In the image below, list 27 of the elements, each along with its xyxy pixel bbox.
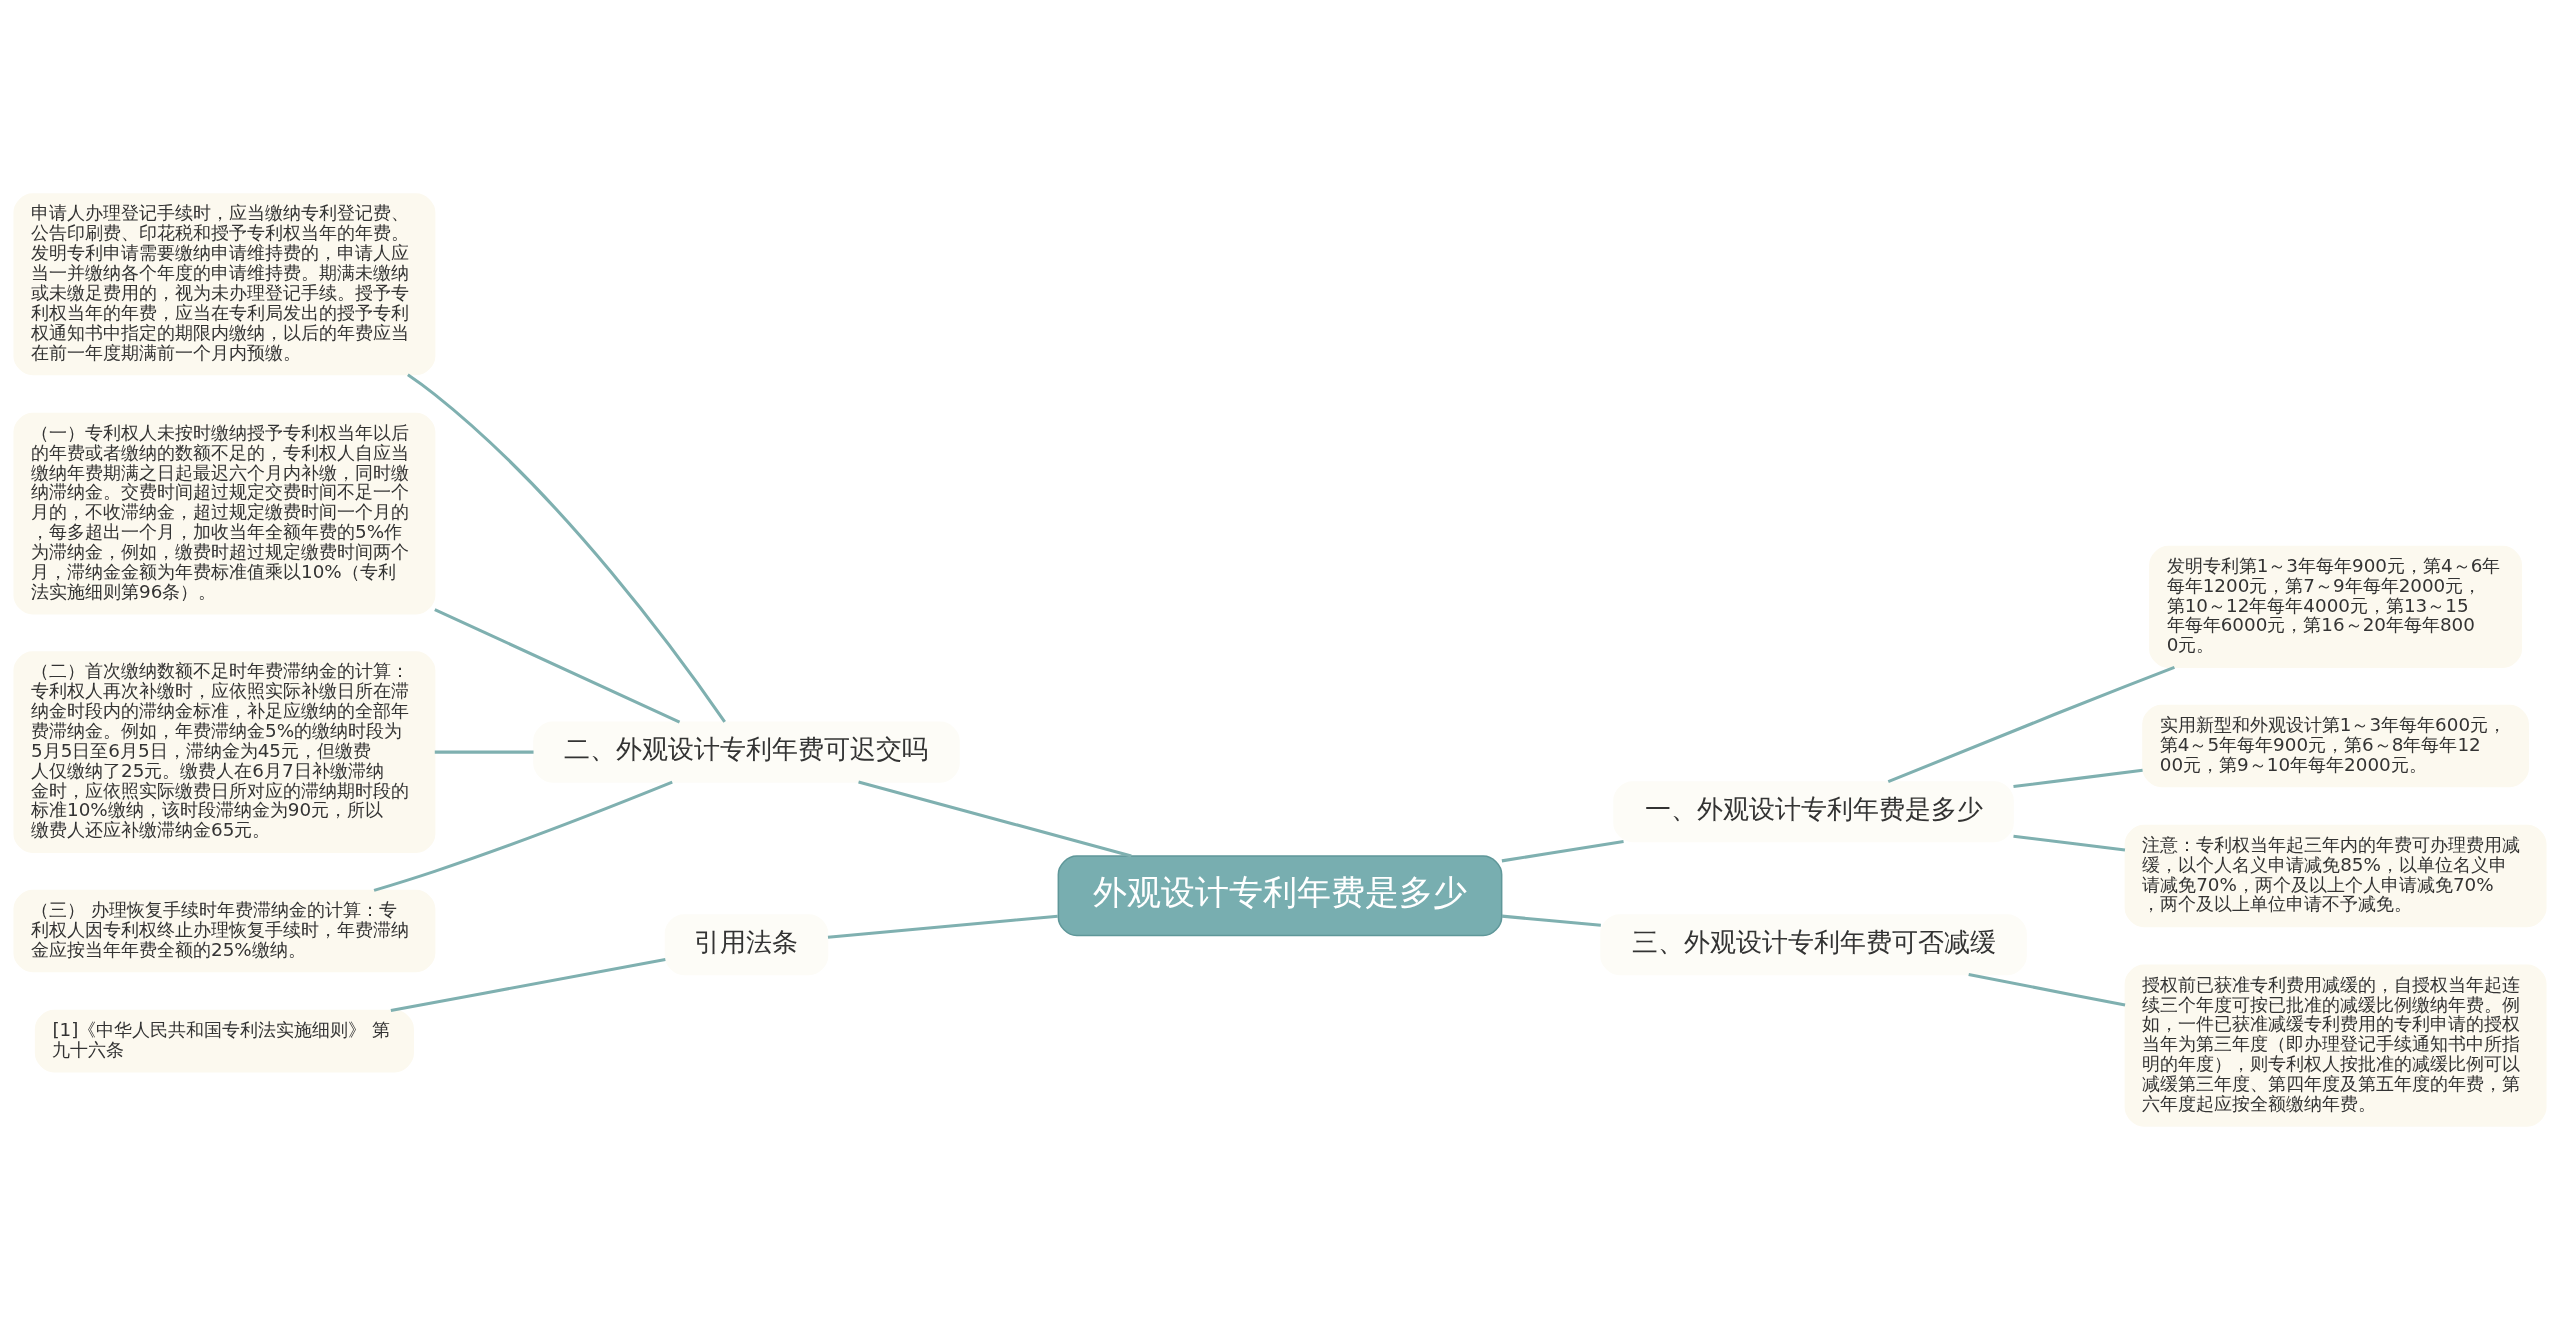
- node-box: [1]《中华人民共和国专利法实施细则》 第九十六条: [34, 1009, 414, 1072]
- node-box: （二）首次缴纳数额不足时年费滞纳金的计算：专利权人再次补缴时，应依照实际补缴日所在滞纳金时段内的滞纳金标准，补足应缴纳的全部年费滞纳金。例如，年费滞纳金5%的缴纳时段为5月5日至6月5日，滞纳金为45元，但缴费人仅缴纳了25元。缴费人在6月7日补缴滞纳金时，应依照实际缴费日所对应的滞纳期时段的标准10%缴纳，该时段滞纳金为90元，所以缴费人还应补缴滞纳金65元。: [13, 650, 436, 853]
- connector: [434, 750, 534, 754]
- connector: [1887, 665, 2175, 783]
- connector: [1501, 839, 1624, 862]
- node-box: 发明专利第1～3年每年900元，第4～6年每年1200元，第7～9年每年2000元，第10～12年每年4000元，第13～15年每年6000元，第16～20年每年8000元。: [2149, 545, 2523, 668]
- node-box: 注意：专利权当年起三年内的年费可办理费用减缓，以个人名义申请减免85%，以单位名义申请减免70%，两个及以上个人申请减免70%，两个及以上单位申请不予减免。: [2124, 824, 2547, 927]
- connector: [858, 780, 1132, 857]
- connector: [390, 957, 666, 1012]
- node-box: 授权前已获准专利费用减缓的，自授权当年起连续三个年度可按已批准的减缓比例缴纳年费。例如，一件已获准减缓专利费用的专利申请的授权当年为第三年度（即办理登记手续通知书中所指明的年度），则专利权人按批准的减缓比例可以减缓第三年度、第四年度及第五年度的年费，第六年度起应按全额缴纳年费。: [2124, 964, 2547, 1127]
- connector: [1501, 914, 1601, 927]
- connector: [1968, 972, 2126, 1006]
- connector: [827, 914, 1058, 939]
- connector: [407, 373, 726, 723]
- node-box: 二、外观设计专利年费可迟交吗: [533, 721, 960, 783]
- node-box: （一）专利权人未按时缴纳授予专利权当年以后的年费或者缴纳的数额不足的，专利权人自应当缴纳年费期满之日起最迟六个月内补缴，同时缴纳滞纳金。交费时间超过规定交费时间不足一个月的，不收滞纳金，超过规定缴费时间一个月的，每多超出一个月，加收当年全额年费的5%作为滞纳金，例如，缴费时超过规定缴费时间两个月，滞纳金金额为年费标准值乘以10%（专利法实施细则第96条）。: [13, 412, 436, 615]
- node-box: 引用法条: [664, 913, 829, 975]
- node-box: 申请人办理登记手续时，应当缴纳专利登记费、公告印刷费、印花税和授予专利权当年的年费。发明专利申请需要缴纳申请维持费的，申请人应当一并缴纳各个年度的申请维持费。期满未缴纳或未缴足费用的，视为未办理登记手续。授予专利权当年的年费，应当在专利局发出的授予专利权通知书中指定的期限内缴纳，以后的年费应当在前一年度期满前一个月内预缴。: [13, 192, 436, 375]
- connector: [2013, 768, 2143, 788]
- node-box: 外观设计专利年费是多少: [1057, 854, 1503, 936]
- node-box: 实用新型和外观设计第1～3年每年600元，第4～5年每年900元，第6～8年每年1200元，第9～10年每年2000元。: [2142, 704, 2529, 787]
- connector: [2013, 834, 2126, 852]
- connector: [434, 607, 681, 723]
- node-box: 三、外观设计专利年费可否减缓: [1600, 913, 2027, 975]
- node-box: 一、外观设计专利年费是多少: [1613, 780, 2014, 842]
- connector: [373, 780, 673, 892]
- node-box: （三） 办理恢复手续时年费滞纳金的计算：专利权人因专利权终止办理恢复手续时，年费滞纳金应按当年年费全额的25%缴纳。: [13, 889, 436, 972]
